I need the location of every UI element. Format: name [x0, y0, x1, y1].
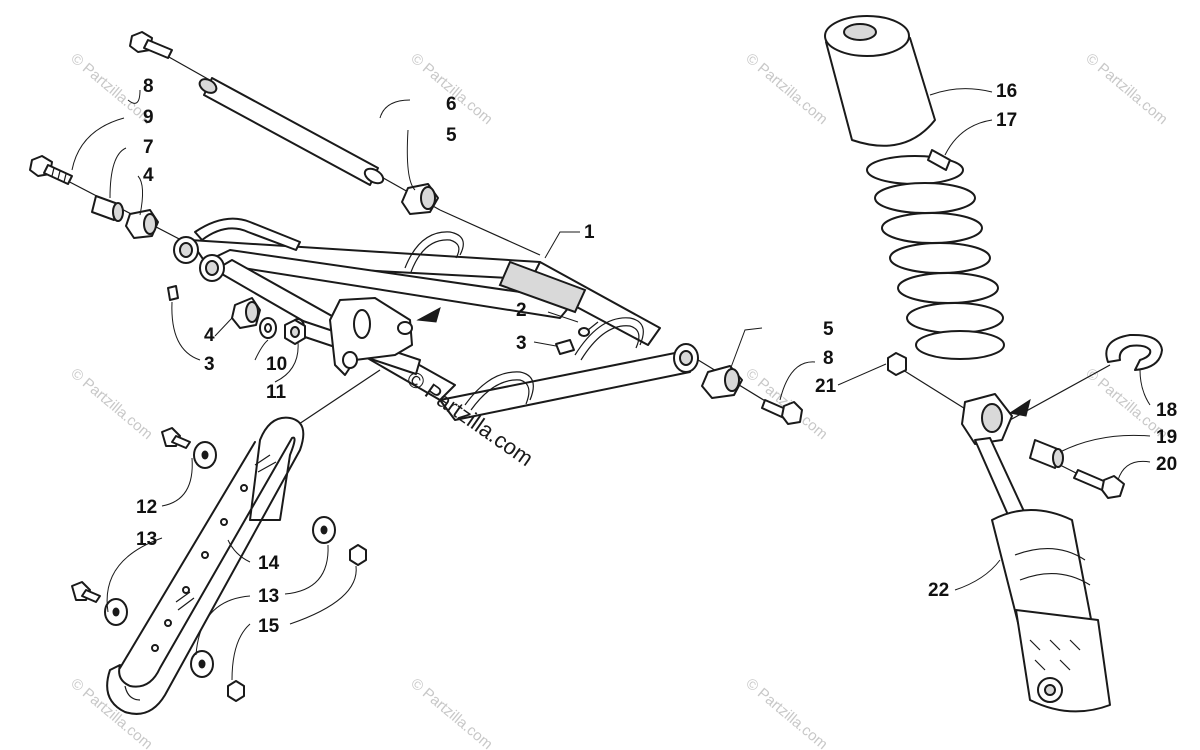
watermark: © Partzilla.com — [742, 675, 830, 750]
strap-part-14 — [106, 416, 305, 715]
bolt-part-8-right — [761, 399, 803, 425]
callout-2: 2 — [516, 300, 527, 321]
callout-labels: 1 2 3 4 3 10 11 6 5 8 9 7 4 5 8 21 16 17… — [136, 76, 1177, 637]
callout-14: 14 — [258, 553, 280, 574]
callout-21: 21 — [815, 376, 837, 397]
callout-22: 22 — [928, 580, 949, 601]
nut-part-15-bottom — [227, 680, 245, 702]
callout-8: 8 — [143, 76, 154, 97]
callout-1: 1 — [584, 222, 595, 243]
washer-part-13-top — [193, 441, 217, 469]
callout-16: 16 — [996, 81, 1017, 102]
bolt-part-8-top — [129, 31, 173, 59]
washer-part-13-bottom-left — [104, 598, 128, 626]
callout-18: 18 — [1156, 400, 1177, 421]
bolt-part-12-top — [161, 427, 191, 449]
washer-part-13-mid — [312, 516, 336, 544]
bolt-part-20 — [1073, 469, 1125, 499]
watermark-layer: © Partzilla.com © Partzilla.com © Partzi… — [67, 50, 1170, 750]
callout-13: 13 — [258, 586, 279, 607]
washer-part-10 — [259, 317, 277, 339]
nut-part-21 — [887, 352, 907, 376]
leader-lines — [71, 88, 1151, 681]
watermark: © Partzilla.com — [407, 50, 495, 128]
spring-part-17 — [866, 149, 1005, 360]
callout-8: 8 — [823, 348, 834, 369]
spacer-part-7 — [91, 195, 124, 222]
callout-5: 5 — [823, 319, 834, 340]
setscrew-part-3-left — [167, 285, 179, 301]
callout-13: 13 — [136, 529, 157, 550]
spacer-part-19 — [1029, 439, 1064, 469]
bushing-part-4-top — [125, 209, 159, 239]
bushing-part-4-lower — [231, 297, 261, 329]
nut-part-15-mid — [349, 544, 367, 566]
callout-9: 9 — [143, 107, 154, 128]
callout-4: 4 — [143, 165, 154, 186]
bushing-part-5-right — [701, 365, 743, 399]
callout-5: 5 — [446, 125, 457, 146]
washer-part-13-bottom — [190, 650, 214, 678]
callout-3: 3 — [516, 333, 527, 354]
grease-fitting-part-2 — [578, 321, 599, 337]
nut-part-11 — [284, 319, 306, 345]
boot-part-16 — [824, 15, 936, 147]
watermark: © Partzilla.com — [67, 365, 155, 443]
watermark-center: © Partzilla.com — [402, 366, 538, 472]
callout-20: 20 — [1156, 454, 1177, 475]
callout-4: 4 — [204, 325, 215, 346]
clip-part-18 — [1105, 333, 1163, 371]
watermark: © Partzilla.com — [407, 675, 495, 750]
callout-6: 6 — [446, 94, 457, 115]
callout-15: 15 — [258, 616, 280, 637]
bolt-part-9 — [29, 155, 73, 185]
shock-part-22 — [961, 393, 1111, 713]
swing-arm-part-1 — [173, 217, 699, 421]
callout-12: 12 — [136, 497, 157, 518]
callout-3: 3 — [204, 354, 215, 375]
watermark: © Partzilla.com — [1082, 50, 1170, 128]
callout-19: 19 — [1156, 427, 1177, 448]
setscrew-part-3-right — [555, 339, 575, 355]
callout-10: 10 — [266, 354, 287, 375]
bolt-part-12-bottom — [71, 581, 101, 603]
shaft-part-6 — [198, 77, 385, 186]
watermark: © Partzilla.com — [742, 50, 830, 128]
callout-7: 7 — [143, 137, 154, 158]
callout-17: 17 — [996, 110, 1017, 131]
bushing-part-5-top — [401, 183, 439, 215]
callout-11: 11 — [266, 382, 287, 403]
